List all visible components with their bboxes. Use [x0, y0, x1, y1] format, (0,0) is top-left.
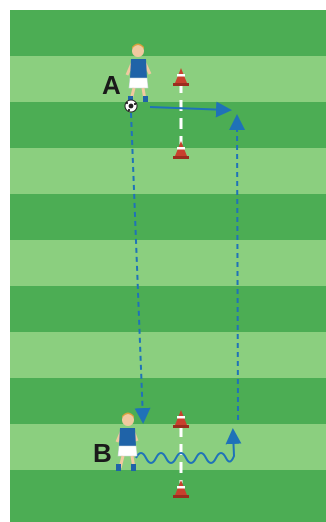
ball-icon	[125, 100, 137, 112]
soccer-field	[10, 10, 326, 522]
player-a-label: A	[102, 70, 121, 100]
player-b-label: B	[93, 438, 112, 468]
